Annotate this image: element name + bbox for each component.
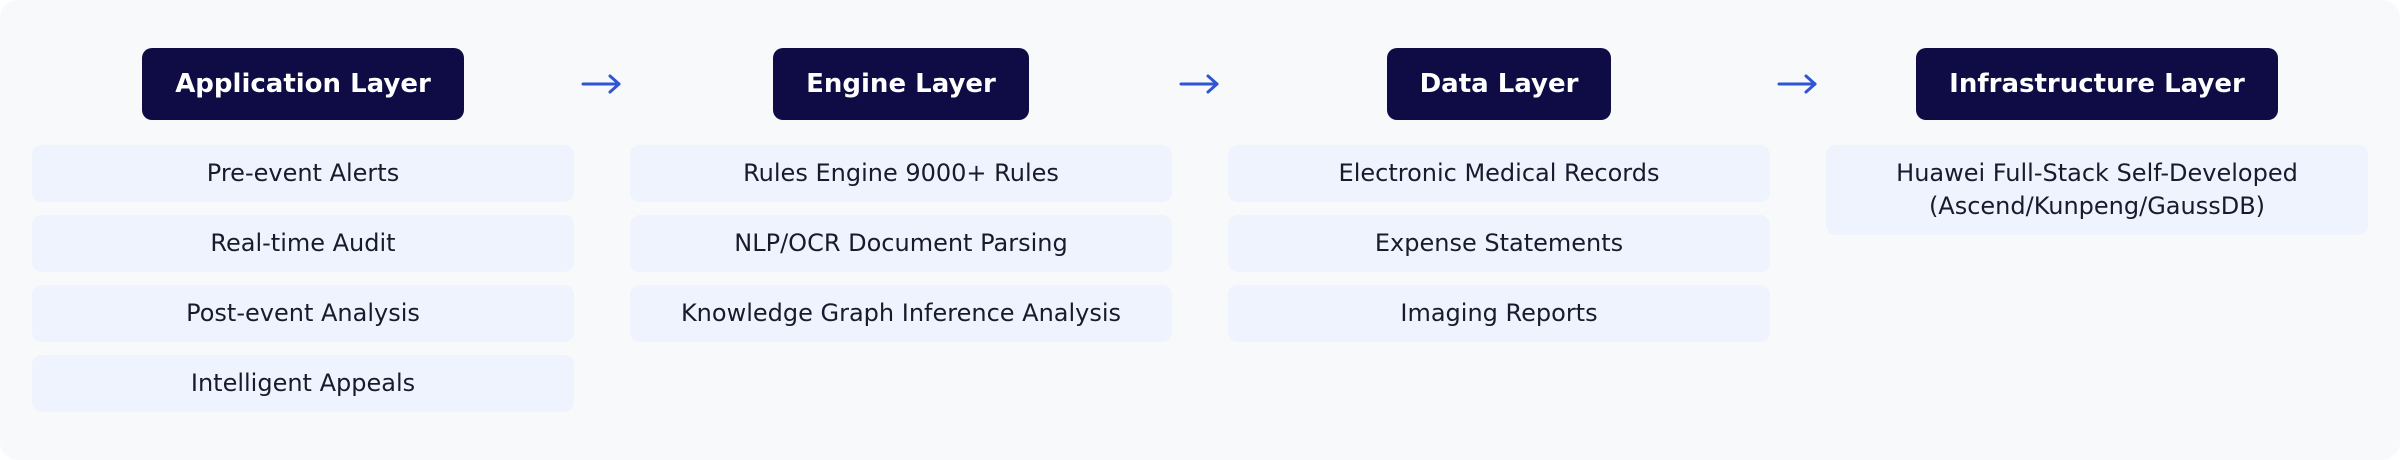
engine-layer-items: Rules Engine 9000+ Rules NLP/OCR Documen… bbox=[630, 145, 1172, 342]
arrow-right-icon bbox=[1179, 66, 1221, 102]
application-item-intelligent-appeals: Intelligent Appeals bbox=[32, 355, 574, 412]
data-item-imaging-reports: Imaging Reports bbox=[1228, 285, 1770, 342]
application-layer-title: Application Layer bbox=[142, 48, 464, 120]
application-item-real-time-audit: Real-time Audit bbox=[32, 215, 574, 272]
arrow-right-icon bbox=[581, 66, 623, 102]
application-layer-column: Application Layer Pre-event Alerts Real-… bbox=[32, 48, 574, 412]
data-layer-items: Electronic Medical Records Expense State… bbox=[1228, 145, 1770, 342]
engine-layer-column: Engine Layer Rules Engine 9000+ Rules NL… bbox=[630, 48, 1172, 342]
infrastructure-layer-items: Huawei Full-Stack Self-Developed (Ascend… bbox=[1826, 145, 2368, 235]
engine-item-knowledge-graph: Knowledge Graph Inference Analysis bbox=[630, 285, 1172, 342]
infrastructure-layer-column: Infrastructure Layer Huawei Full-Stack S… bbox=[1826, 48, 2368, 235]
arrow-right-icon bbox=[1777, 66, 1819, 102]
infrastructure-layer-title: Infrastructure Layer bbox=[1916, 48, 2278, 120]
application-layer-items: Pre-event Alerts Real-time Audit Post-ev… bbox=[32, 145, 574, 412]
infrastructure-item-huawei-full-stack: Huawei Full-Stack Self-Developed (Ascend… bbox=[1826, 145, 2368, 235]
application-item-pre-event-alerts: Pre-event Alerts bbox=[32, 145, 574, 202]
engine-item-rules-engine: Rules Engine 9000+ Rules bbox=[630, 145, 1172, 202]
application-item-post-event-analysis: Post-event Analysis bbox=[32, 285, 574, 342]
data-layer-column: Data Layer Electronic Medical Records Ex… bbox=[1228, 48, 1770, 342]
data-layer-title: Data Layer bbox=[1386, 48, 1612, 120]
data-item-expense-statements: Expense Statements bbox=[1228, 215, 1770, 272]
data-item-electronic-medical-records: Electronic Medical Records bbox=[1228, 145, 1770, 202]
engine-layer-title: Engine Layer bbox=[773, 48, 1029, 120]
engine-item-nlp-ocr: NLP/OCR Document Parsing bbox=[630, 215, 1172, 272]
